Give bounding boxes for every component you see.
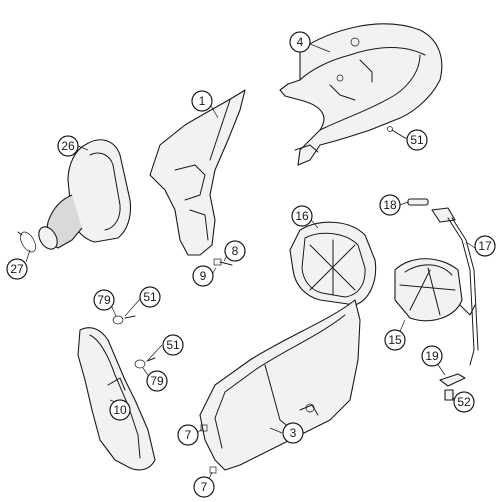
callout-79-upper-label: 79	[97, 293, 111, 307]
callout-17-label: 17	[478, 239, 492, 253]
callout-16: 16	[291, 205, 313, 227]
callout-19: 19	[421, 345, 443, 367]
callout-27: 27	[6, 258, 28, 280]
part-52-bolt	[444, 389, 454, 401]
callout-3: 3	[282, 422, 304, 444]
callout-18: 18	[379, 194, 401, 216]
callout-7-upper-label: 7	[185, 428, 192, 442]
callout-17: 17	[474, 235, 496, 257]
part-16-filter-cage	[289, 221, 377, 306]
part-27-clamp	[17, 231, 36, 253]
callout-52-label: 52	[457, 395, 471, 409]
part-3-lower-cover	[199, 299, 361, 471]
part-1-side-panel	[149, 89, 246, 256]
callout-51-left-lower-label: 51	[166, 338, 180, 352]
callout-79-lower: 79	[146, 370, 168, 392]
callout-10: 10	[109, 399, 131, 421]
callout-9: 9	[192, 265, 214, 287]
part-18-pin	[407, 198, 429, 206]
callout-3-label: 3	[290, 426, 297, 440]
part-19-bracket	[439, 373, 466, 387]
callout-51-left-upper-label: 51	[143, 290, 157, 304]
callout-26: 26	[57, 135, 79, 157]
callout-1-label: 1	[199, 94, 206, 108]
callout-19-label: 19	[425, 349, 439, 363]
callout-51-left-lower: 51	[162, 334, 184, 356]
part-26-intake-boot	[38, 139, 132, 250]
part-79-51-fasteners	[112, 315, 156, 369]
callout-9-label: 9	[200, 269, 207, 283]
part-10-side-panel-lower	[77, 327, 156, 471]
callout-7-upper: 7	[177, 424, 199, 446]
callout-7-lower: 7	[193, 476, 215, 498]
callout-8-label: 8	[232, 244, 239, 258]
part-8-9-fasteners	[213, 258, 233, 266]
part-15-air-filter	[394, 258, 463, 322]
callout-15: 15	[384, 329, 406, 351]
part-17-filter-holder	[431, 207, 479, 366]
callout-4-label: 4	[297, 35, 304, 49]
part-7-screws	[200, 424, 217, 474]
callout-1: 1	[191, 90, 213, 112]
part-4-airbox-cover	[279, 23, 443, 166]
callout-15-label: 15	[388, 333, 402, 347]
callout-4: 4	[289, 31, 311, 53]
callout-7-lower-label: 7	[201, 480, 208, 494]
part-51-bolt-a	[387, 126, 406, 139]
callout-8: 8	[224, 240, 246, 262]
callout-10-label: 10	[113, 403, 127, 417]
callout-51-top-label: 51	[410, 133, 424, 147]
callout-16-label: 16	[295, 209, 309, 223]
callout-51-left-upper: 51	[139, 286, 161, 308]
callout-52: 52	[453, 391, 475, 413]
callout-18-label: 18	[383, 198, 397, 212]
callout-79-upper: 79	[93, 289, 115, 311]
callout-79-lower-label: 79	[150, 374, 164, 388]
callout-27-label: 27	[10, 262, 24, 276]
callout-26-label: 26	[61, 139, 75, 153]
callout-51-top: 51	[406, 129, 428, 151]
